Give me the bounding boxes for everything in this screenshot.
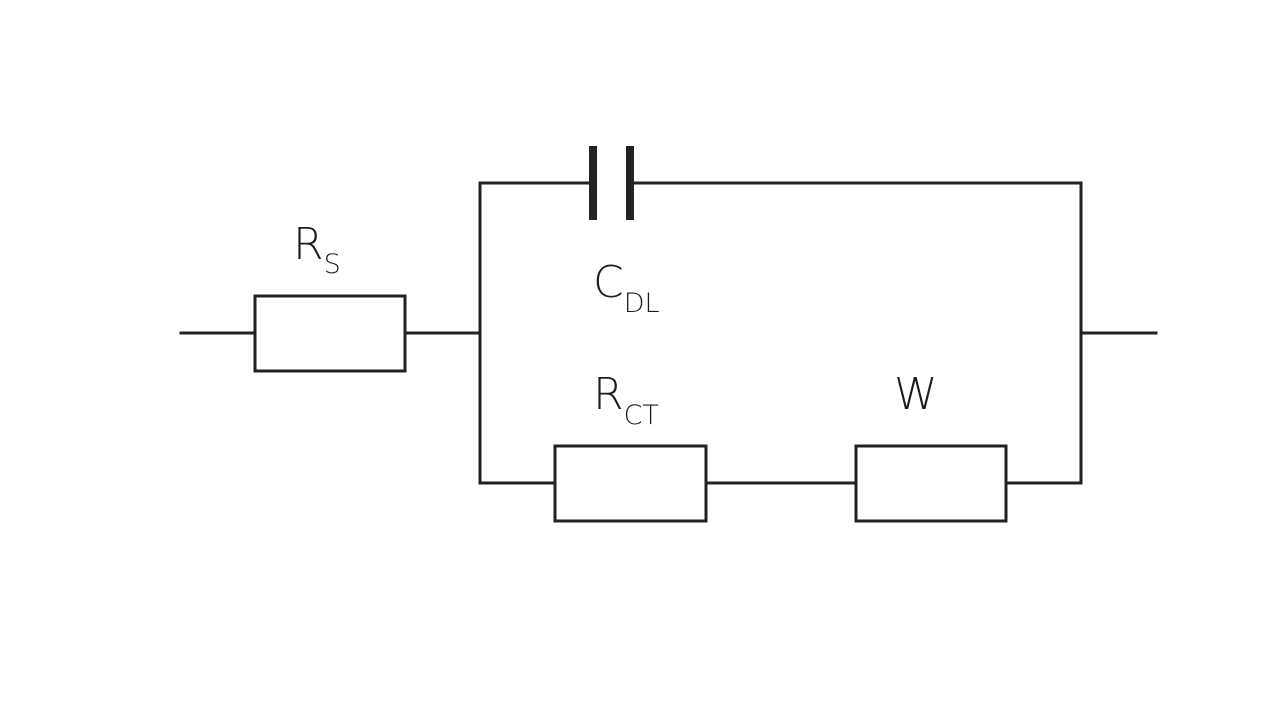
warburg-element	[854, 444, 1008, 523]
cdl-label-main: C	[593, 257, 624, 308]
w-label-main: W	[894, 369, 938, 420]
rs-label: RS	[293, 219, 341, 280]
rs-label-main: R	[293, 219, 324, 270]
rs-label-sub: S	[324, 249, 341, 280]
w-label: W	[894, 369, 938, 420]
rct-label: RCT	[593, 369, 659, 431]
cdl-label: CDL	[593, 257, 660, 319]
resistor-rct	[553, 444, 708, 523]
rct-label-main: R	[593, 369, 624, 420]
resistor-rs	[253, 294, 407, 373]
rct-label-sub: CT	[624, 400, 659, 431]
cdl-label-sub: DL	[624, 288, 660, 319]
